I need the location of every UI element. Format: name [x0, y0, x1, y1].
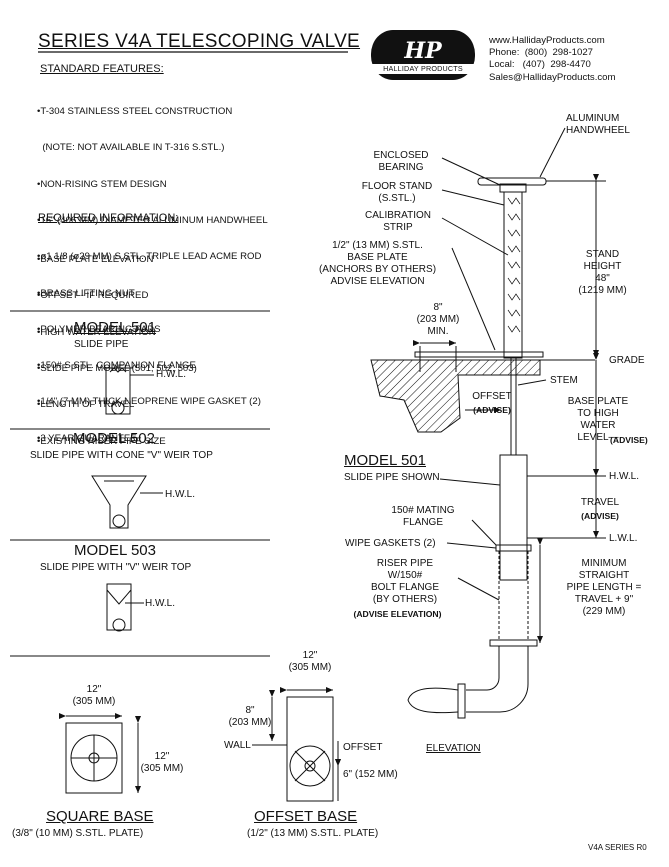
standard-features-heading: STANDARD FEATURES: [40, 63, 164, 75]
label-base-to-hwl-advise: (ADVISE) [610, 435, 648, 445]
offset-base-caption: OFFSET BASE [254, 808, 358, 825]
label-lwl: L.W.L. [609, 533, 638, 544]
feature-item: •BRASS LIFTING NUT [37, 287, 135, 299]
offset-base-offset-dim: 8" (203 MM) [228, 705, 272, 728]
required-info-heading: REQUIRED INFORMATION: [38, 212, 179, 224]
model-503-sketch [106, 583, 144, 632]
logo-mark: HP [404, 38, 442, 64]
required-item: •SLIDE PIPE MODEL (501, 502, 503) [37, 363, 197, 375]
model-501-sketch [103, 367, 154, 415]
model-502-desc: SLIDE PIPE WITH CONE "V" WEIR TOP [30, 450, 213, 461]
offset-base-sketch [252, 687, 341, 802]
contact-phone: Phone: (800) 298-1027 [489, 47, 594, 59]
model-501-hwl: H.W.L. [156, 369, 187, 380]
page-title: SERIES V4A TELESCOPING VALVE [38, 31, 361, 52]
label-wall: WALL [224, 740, 251, 751]
required-item: •BASE PLATE ELEVATION [37, 254, 154, 266]
label-base-plate: 1/2" (13 MM) S.STL. BASE PLATE (ANCHORS … [318, 240, 437, 287]
label-floor-stand: FLOOR STAND (S.STL.) [361, 181, 433, 204]
contact-email[interactable]: Sales@HallidayProducts.com [489, 71, 616, 83]
elevation-model-title: MODEL 501 [344, 452, 426, 469]
label-min-pipe: MINIMUM STRAIGHT PIPE LENGTH = TRAVEL + … [566, 558, 642, 617]
model-502-hwl: H.W.L. [165, 489, 196, 500]
label-mating-flange: 150# MATING FLANGE [391, 505, 455, 528]
model-502-sketch [91, 475, 163, 529]
label-travel-advise: (ADVISE) [581, 511, 619, 521]
model-503-hwl: H.W.L. [145, 598, 176, 609]
feature-item: •150# S.STL. COMPANION FLANGE [37, 360, 196, 372]
required-item: •HIGH WATER ELEVATION [37, 326, 156, 338]
label-offset-distance: 6" (152 MM) [343, 769, 398, 780]
standard-features-list: •T-304 STAINLESS STEEL CONSTRUCTION (NOT… [37, 82, 268, 457]
square-base-width: 12" (305 MM) [72, 684, 116, 707]
feature-item: (NOTE: NOT AVAILABLE IN T-316 S.STL.) [37, 142, 225, 154]
contact-web[interactable]: www.HallidayProducts.com [489, 35, 605, 46]
logo-name: HALLIDAY PRODUCTS [371, 64, 475, 74]
feature-item: •1/4" (7 MM) THICK NEOPRENE WIPE GASKET … [37, 396, 261, 408]
model-503-desc: SLIDE PIPE WITH "V" WEIR TOP [40, 562, 192, 573]
label-hwl: H.W.L. [609, 471, 640, 482]
label-base-to-hwl: BASE PLATE TO HIGH WATER LEVEL— [567, 396, 629, 443]
label-grade: GRADE [609, 355, 645, 366]
feature-item: •NON-RISING STEM DESIGN [37, 178, 167, 190]
label-aluminum-handwheel: ALUMINUM HANDWHEEL [566, 113, 630, 136]
feature-item: •16" (406 MM) DIAMETER ALUMINUM HANDWHEE… [37, 215, 268, 227]
offset-base-width: 12" (305 MM) [288, 650, 332, 673]
label-enclosed-bearing: ENCLOSED BEARING [373, 150, 429, 173]
halliday-logo: HP HALLIDAY PRODUCTS [371, 30, 475, 80]
model-502-title: MODEL 502 [73, 430, 155, 447]
model-503-title: MODEL 503 [74, 542, 156, 559]
elevation-model-sub: SLIDE PIPE SHOWN [344, 472, 440, 483]
required-item: •EXISTING RISER PIPE SIZE [37, 435, 166, 447]
label-offset-base-offset: OFFSET [343, 742, 383, 753]
contact-local: Local: (407) 298-4470 [489, 59, 591, 71]
label-riser-pipe: RISER PIPE W/150# BOLT FLANGE (BY OTHERS… [371, 558, 439, 605]
feature-item: •POLYMER BEARING PADS [37, 323, 161, 335]
square-base-height: 12" (305 MM) [140, 751, 184, 774]
label-stand-height: STAND HEIGHT 48" (1219 MM) [578, 249, 627, 296]
label-calibration-strip: CALIBRATION STRIP [365, 210, 431, 233]
label-offset-advise: (ADVISE) [473, 405, 511, 415]
offset-base-sub: (1/2" (13 MM) S.STL. PLATE) [247, 828, 379, 839]
contact-block: www.HallidayProducts.com Phone: (800) 29… [489, 35, 616, 84]
label-offset: OFFSET [472, 391, 512, 402]
feature-item: •ø1 1/8 (ø29 MM) S.STL. TRIPLE LEAD ACME… [37, 251, 262, 263]
revision-footer: V4A SERIES R0 [588, 843, 647, 852]
feature-item: •T-304 STAINLESS STEEL CONSTRUCTION [37, 106, 233, 118]
label-anchor-spacing: 8" (203 MM) MIN. [416, 302, 460, 337]
label-stem: STEM [550, 375, 578, 386]
model-501-title: MODEL 501 [74, 319, 156, 336]
elevation-caption: ELEVATION [426, 743, 481, 754]
label-wipe-gaskets: WIPE GASKETS (2) [345, 538, 436, 549]
feature-item: •3 YEAR GUARANTEE [37, 432, 137, 444]
square-base-sketch [59, 713, 141, 794]
square-base-caption: SQUARE BASE [46, 808, 154, 825]
required-info-list: •BASE PLATE ELEVATION •OFFSET - IF REQUI… [37, 230, 197, 460]
label-advise-elevation: (ADVISE ELEVATION) [353, 609, 442, 619]
square-base-sub: (3/8" (10 MM) S.STL. PLATE) [12, 828, 144, 839]
model-501-desc: SLIDE PIPE [74, 339, 129, 350]
required-item: •LENGTH OF TRAVEL [37, 399, 135, 411]
required-item: •OFFSET - IF REQUIRED [37, 290, 149, 302]
label-travel: TRAVEL [580, 497, 620, 508]
